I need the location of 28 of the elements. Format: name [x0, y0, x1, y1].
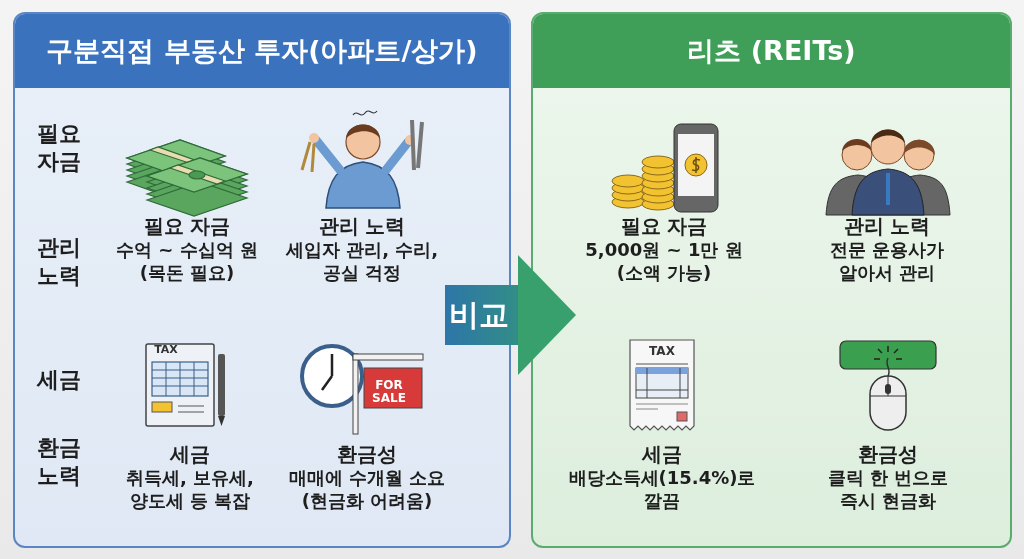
item-heading: 환금성 — [857, 441, 919, 467]
item-description: 매매에 수개월 소요 (현금화 어려움) — [287, 466, 447, 513]
item-heading: 환금성 — [336, 441, 398, 467]
item-description: 5,000원 ~ 1만 원 (소액 가능) — [584, 238, 744, 285]
item-description: 클릭 한 번으로 즉시 현금화 — [826, 466, 950, 513]
item-heading: 세금 — [168, 441, 211, 467]
panel-title: 구분직접 부동산 투자(아파트/상가) — [15, 14, 509, 88]
item-heading: 관리 노력 — [842, 213, 932, 239]
item-heading: 관리 노력 — [317, 213, 407, 239]
item-heading: 필요 자금 — [142, 213, 232, 239]
panel-title: 리츠 (REITs) — [533, 14, 1010, 88]
row-label: 관리 노력 — [36, 234, 82, 289]
row-label: 환금 노력 — [36, 434, 82, 489]
item-description: 수억 ~ 수십억 원 (목돈 필요) — [115, 238, 259, 285]
item-heading: 필요 자금 — [619, 213, 709, 239]
item-description: 전문 운용사가 알아서 관리 — [828, 238, 946, 285]
form-heading: TAX — [153, 344, 179, 355]
comparison-panel — [13, 12, 511, 548]
row-label: 세금 — [35, 366, 82, 394]
form-heading: TAX — [648, 345, 676, 357]
sign-text: FOR SALE — [371, 379, 407, 405]
row-label: 필요 자금 — [36, 120, 82, 175]
comparison-panel — [531, 12, 1012, 548]
edge-label: 비교 — [449, 296, 509, 334]
item-description: 취득세, 보유세, 양도세 등 복잡 — [125, 466, 255, 513]
item-description: 배당소득세(15.4%)로 깔끔 — [567, 466, 757, 513]
item-description: 세입자 관리, 수리, 공실 걱정 — [284, 238, 440, 285]
item-heading: 세금 — [640, 441, 683, 467]
